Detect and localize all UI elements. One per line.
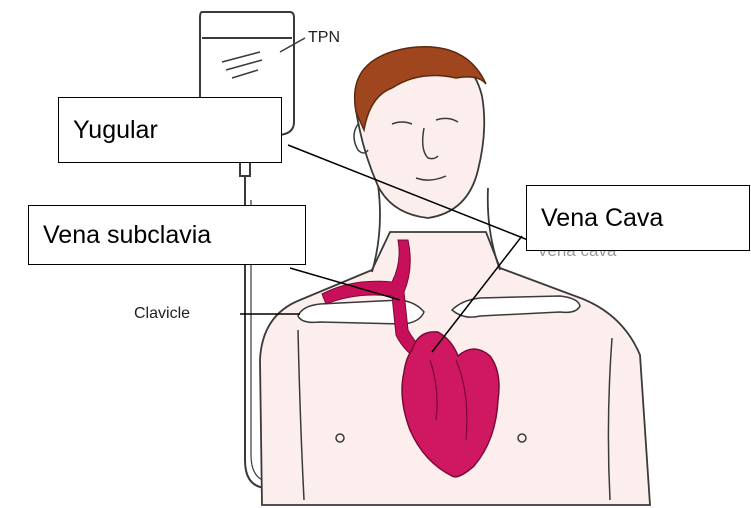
tpn-label: TPN	[308, 30, 340, 46]
vena-subclavia-label-box: Vena subclavia	[28, 205, 306, 265]
vena-cava-label-box: Vena Cava	[526, 185, 750, 251]
vena-subclavia-label: Vena subclavia	[43, 223, 211, 248]
clavicle-label: Clavicle	[134, 306, 190, 322]
yugular-label: Yugular	[73, 118, 158, 143]
vena-cava-label: Vena Cava	[541, 206, 663, 231]
yugular-label-box: Yugular	[58, 97, 282, 163]
